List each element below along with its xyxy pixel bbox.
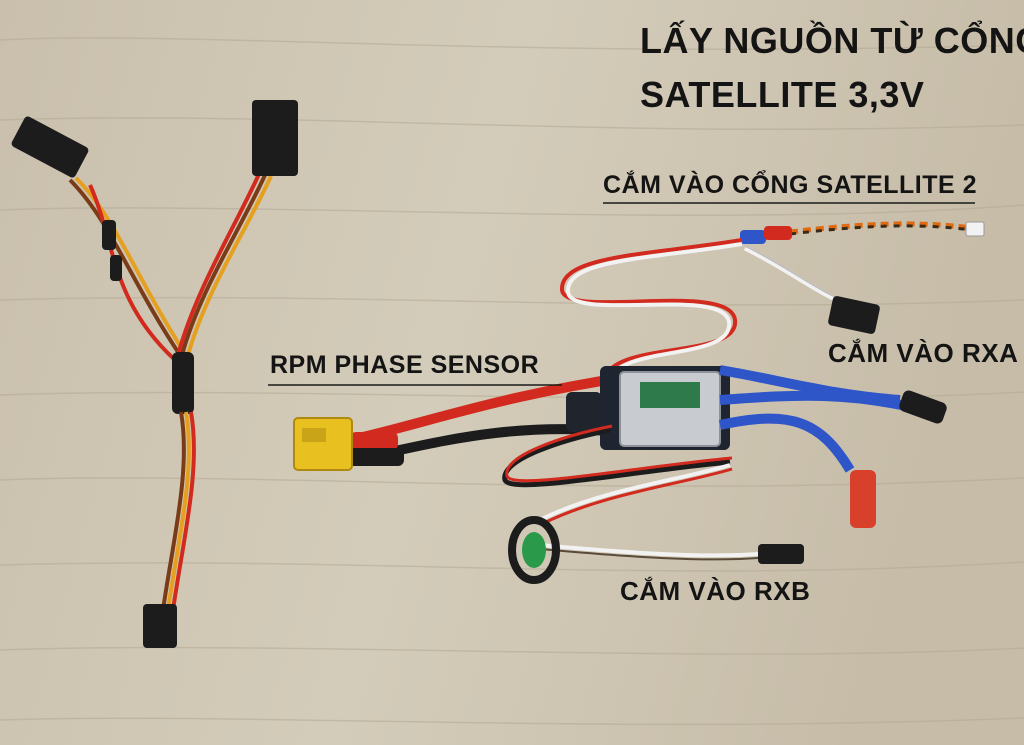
servo-connector-bottom: [143, 604, 177, 648]
servo-connector-top-right: [252, 100, 298, 176]
rxb-connector: [758, 544, 804, 564]
rpm-sensor-label: RPM PHASE SENSOR: [270, 351, 540, 379]
satellite-twisted-cable: [740, 221, 985, 244]
xt60-connector: [293, 417, 353, 471]
satellite2-label: CẮM VÀO CỔNG SATELLITE 2: [603, 171, 978, 199]
title-line-2: SATELLITE 3,3V: [640, 74, 925, 115]
servo-connector-top-left: [11, 116, 89, 178]
title-line-1: LẤY NGUỒN TỪ CỔNG: [640, 20, 1024, 61]
rxb-label: CẮM VÀO RXB: [620, 576, 811, 606]
rpm-sensor-wire: [502, 424, 771, 584]
rxa-label: CẮM VÀO RXA: [828, 338, 1019, 368]
satellite-plug: [965, 221, 985, 237]
esc-board: [566, 366, 730, 450]
motor-wires: [718, 365, 947, 528]
y-splitter-cable: [68, 173, 273, 611]
rxa-connector: [828, 296, 880, 334]
